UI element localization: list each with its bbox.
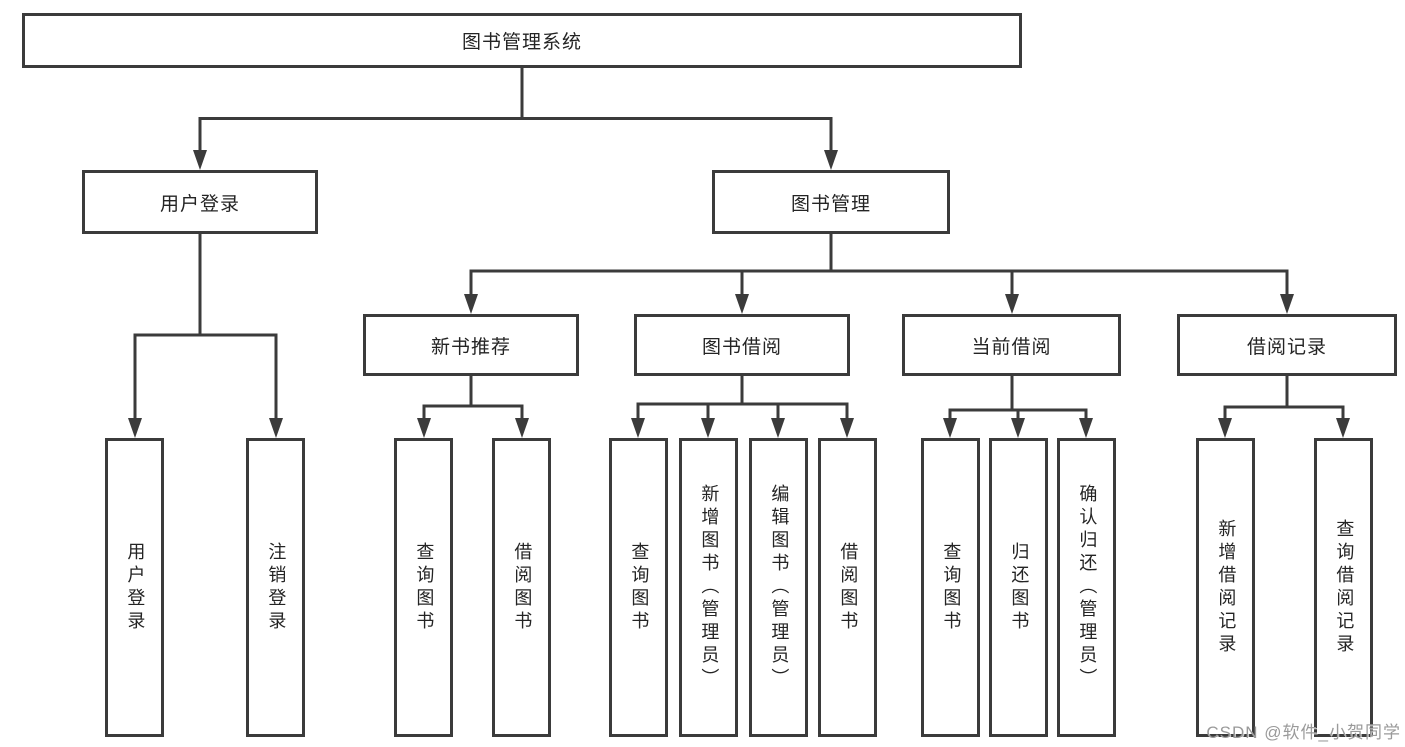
node-leaf-borrow-books: 借阅图书 [818,438,877,737]
node-leaf-query-books-current: 查询图书 [921,438,980,737]
node-current-borrowing: 当前借阅 [902,314,1121,376]
node-leaf-query-books-recommend: 查询图书 [394,438,453,737]
node-library-management-system: 图书管理系统 [22,13,1022,68]
node-leaf-logout: 注销登录 [246,438,305,737]
csdn-watermark: CSDN @软件_小贺同学 [1206,723,1401,742]
node-leaf-query-books-borrow: 查询图书 [609,438,668,737]
node-book-borrowing: 图书借阅 [634,314,850,376]
node-leaf-add-books-admin: 新增图书（管理员） [679,438,738,737]
node-leaf-borrow-books-recommend: 借阅图书 [492,438,551,737]
node-new-book-recommendation: 新书推荐 [363,314,579,376]
node-leaf-edit-books-admin: 编辑图书（管理员） [749,438,808,737]
node-leaf-query-borrow-record: 查询借阅记录 [1314,438,1373,737]
node-leaf-confirm-return-admin: 确认归还（管理员） [1057,438,1116,737]
node-borrowing-records: 借阅记录 [1177,314,1397,376]
node-leaf-user-login: 用户登录 [105,438,164,737]
node-leaf-add-borrow-record: 新增借阅记录 [1196,438,1255,737]
node-user-login-branch: 用户登录 [82,170,318,234]
node-book-management-branch: 图书管理 [712,170,950,234]
node-leaf-return-books: 归还图书 [989,438,1048,737]
